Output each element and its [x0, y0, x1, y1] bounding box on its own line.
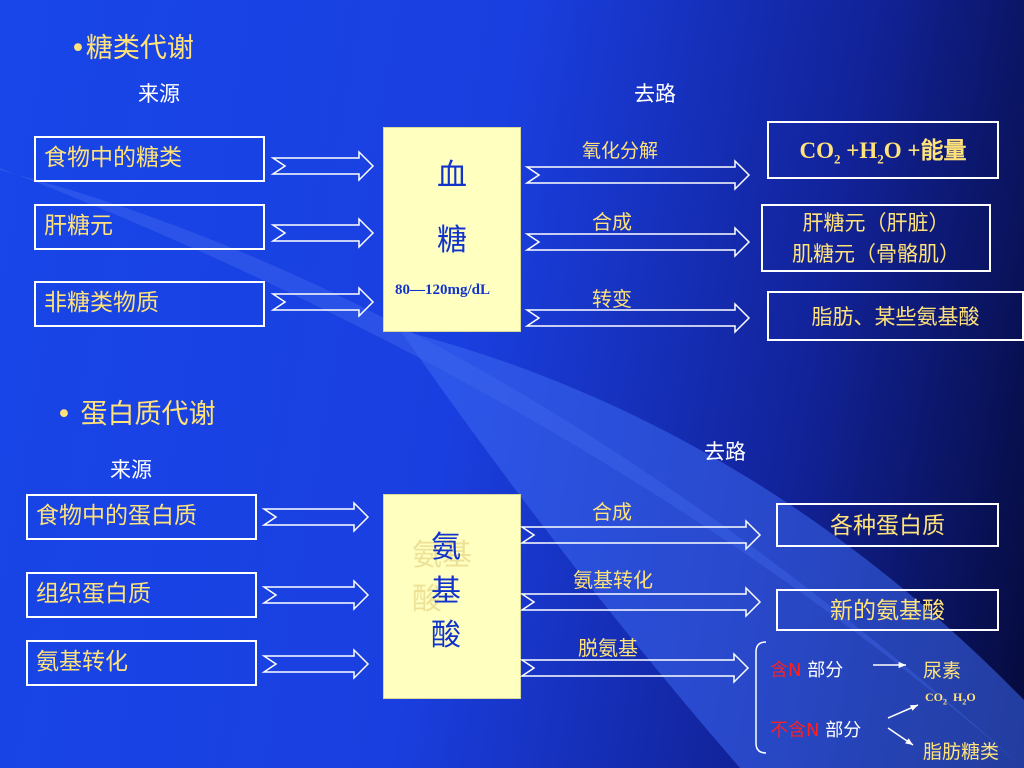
protein-dest-proteins: 各种蛋白质 [776, 503, 999, 547]
protein-source-arrow-3 [261, 648, 370, 680]
sugar-arrow-label-synthesis: 合成 [592, 210, 632, 234]
blood-sugar-box [383, 127, 521, 332]
protein-heading: • 蛋白质代谢 [56, 399, 216, 430]
sugar-dest-arrow-2 [524, 226, 751, 258]
fat-sugar-result: 脂肪糖类 [923, 741, 1000, 763]
non-nitrogen-part: 不含N 部分 [770, 720, 862, 741]
amino-char: 氨 [431, 530, 461, 565]
fat-sugar-arrow-head [905, 738, 913, 745]
sugar-source-nonsugar: 非糖类物质 [34, 281, 265, 327]
protein-arrow-label-transamination: 氨基转化 [573, 568, 653, 592]
sugar-dest-arrow-1 [524, 159, 751, 191]
protein-dest-arrow-1 [519, 519, 762, 551]
protein-source-transamination: 氨基转化 [26, 640, 257, 686]
sugar-dest-co2-energy: CO2 +H2O +能量 [767, 121, 999, 179]
sugar-heading: •糖类代谢 [70, 33, 194, 64]
base-char: 基 [431, 574, 461, 609]
sugar-source-arrow-2 [270, 217, 375, 249]
sugar-dest-arrow-3 [524, 302, 751, 334]
urea-result: 尿素 [923, 660, 962, 682]
amino-acid-ghost-text-1: 氨基 [412, 538, 472, 573]
sugar-char: 糖 [437, 223, 467, 258]
amino-acid-ghost-text-2: 酸 [412, 582, 442, 617]
acid-char: 酸 [431, 618, 461, 653]
branch-bracket [755, 641, 767, 754]
sugar-source-food: 食物中的糖类 [34, 136, 265, 182]
protein-arrow-label-deamination: 脱氨基 [578, 636, 638, 660]
nitrogen-part: 含N 部分 [770, 660, 844, 681]
protein-arrow-label-synthesis: 合成 [592, 500, 632, 524]
sugar-arrow-label-conversion: 转变 [592, 287, 632, 311]
sugar-source-arrow-1 [270, 150, 375, 182]
protein-source-label: 来源 [110, 458, 152, 482]
sugar-source-glycogen: 肝糖元 [34, 204, 265, 250]
sugar-source-arrow-3 [270, 286, 375, 318]
protein-dest-label: 去路 [704, 440, 746, 464]
sugar-source-label: 来源 [138, 82, 180, 106]
sugar-arrow-label-oxidation: 氧化分解 [582, 140, 659, 162]
co2-arrow-head [910, 705, 918, 711]
amino-acid-box [383, 494, 521, 699]
protein-source-food: 食物中的蛋白质 [26, 494, 257, 540]
sugar-dest-glycogen: 肝糖元（肝脏） 肌糖元（骨骼肌） [761, 204, 991, 272]
blood-char: 血 [437, 158, 467, 193]
co2-h2o-result: CO2 H2O [925, 690, 976, 707]
protein-dest-arrow-3 [519, 652, 750, 684]
protein-dest-arrow-2 [519, 586, 762, 618]
sugar-dest-fat: 脂肪、某些氨基酸 [767, 291, 1024, 341]
sugar-dest-label: 去路 [634, 82, 676, 106]
protein-dest-new-amino: 新的氨基酸 [776, 589, 999, 631]
blood-sugar-range: 80—120mg/dL [395, 282, 491, 298]
protein-source-tissue: 组织蛋白质 [26, 572, 257, 618]
protein-source-arrow-1 [261, 501, 370, 533]
urea-arrow-head [898, 661, 906, 669]
protein-source-arrow-2 [261, 579, 370, 611]
